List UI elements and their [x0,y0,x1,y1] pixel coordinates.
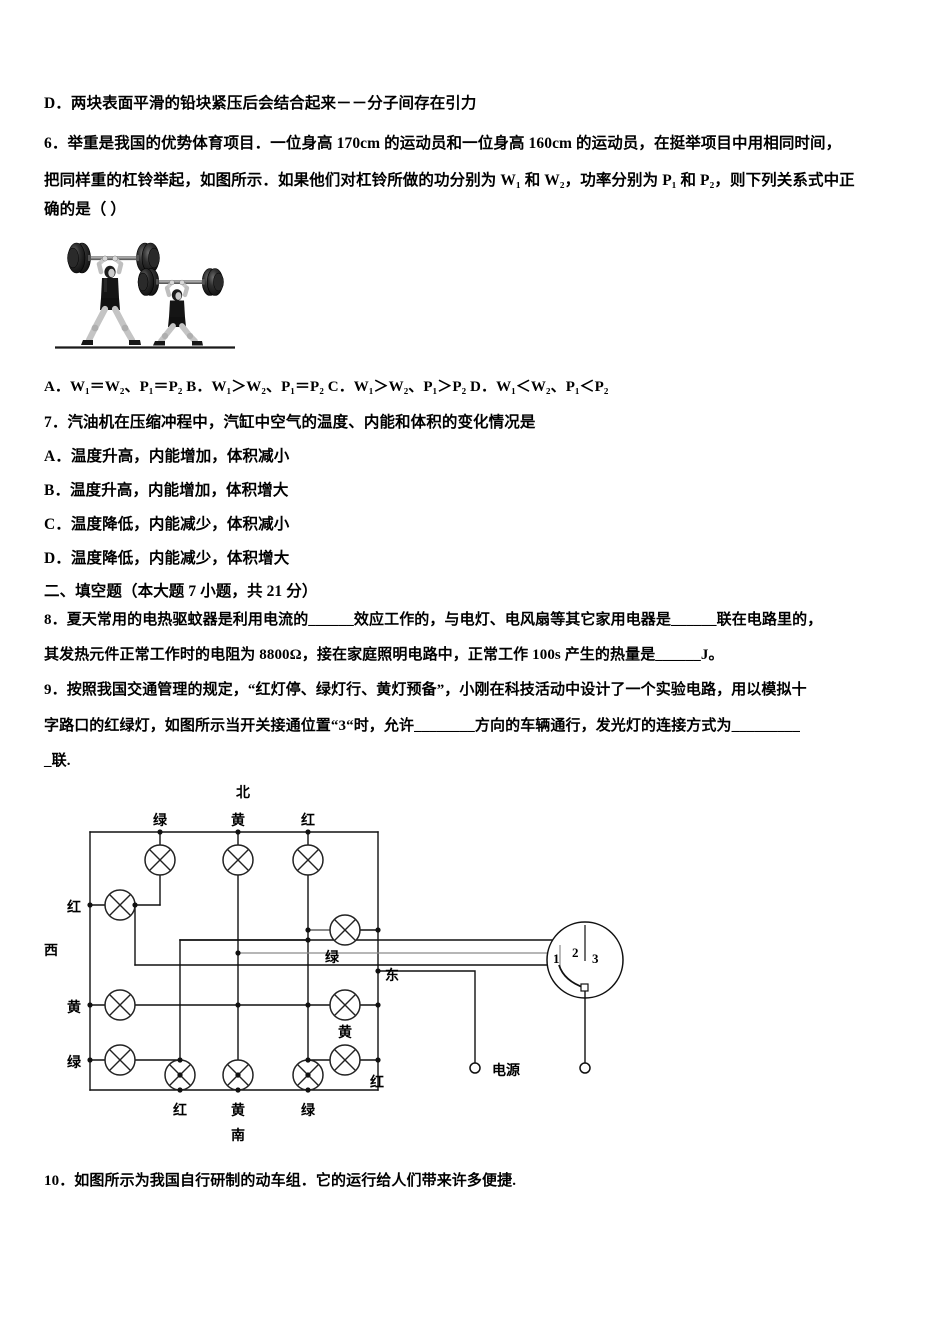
q7-option-a: A．温度升高，内能增加，体积减小 [44,448,290,465]
lamp-north-green [144,844,176,876]
label-east-yellow: 黄 [338,1026,352,1041]
q10-line1: 10．如图所示为我国自行研制的动车组．它的运行给人们带来许多便捷. [44,1173,517,1189]
label-south-green: 绿 [301,1104,315,1119]
q8-line1: 8．夏天常用的电热驱蚊器是利用电流的______效应工作的，与电灯、电风扇等其它… [44,612,823,628]
lamp-north-red [292,844,324,876]
label-north-green: 绿 [153,814,167,829]
figure-weightlifters [55,236,235,351]
lamp-west-red [104,889,136,921]
figure-traffic-light-circuit: 北 绿 黄 红 红 西 黄 绿 绿 东 黄 红 红 黄 绿 南 1 2 3 电源 [40,775,680,1145]
lamp-east-red [329,1044,361,1076]
switch-contact-3[interactable]: 3 [592,951,599,966]
label-east-green: 绿 [325,951,339,966]
label-west: 西 [44,944,58,959]
lamp-east-yellow [329,989,361,1021]
label-east: 东 [385,969,399,984]
label-north-yellow: 黄 [231,814,245,829]
q6-stem-line2: 把同样重的杠铃举起，如图所示．如果他们对杠铃所做的功分别为 W₁ 和 W₂，功率… [44,172,855,189]
power-terminal-left[interactable] [469,1062,481,1074]
section-2-heading: 二、填空题（本大题 7 小题，共 21 分） [44,583,318,600]
q9-line3: _联. [44,753,71,769]
q5-option-d-text: D．两块表面平滑的铅块紧压后会结合起来－－分子间存在引力 [44,95,477,112]
label-north: 北 [236,786,250,801]
label-south-red: 红 [173,1104,187,1119]
label-south-yellow: 黄 [231,1104,245,1119]
rotary-switch[interactable] [546,921,624,1063]
q6-stem-line1: 6．举重是我国的优势体育项目．一位身高 170cm 的运动员和一位身高 160c… [44,135,842,152]
switch-contact-1[interactable]: 1 [553,951,560,966]
q7-stem: 7．汽油机在压缩冲程中，汽缸中空气的温度、内能和体积的变化情况是 [44,414,536,431]
weightlifter-tall [67,242,160,345]
label-west-yellow: 黄 [67,1001,81,1016]
traffic-circuit-svg [87,829,624,1093]
label-power-source: 电源 [492,1064,520,1079]
q7-option-d: D．温度降低，内能减少，体积增大 [44,550,290,567]
q7-option-b: B．温度升高，内能增加，体积增大 [44,482,289,499]
lamp-west-yellow [104,989,136,1021]
power-terminal-right[interactable] [579,1062,591,1074]
label-west-red: 红 [67,901,81,916]
lamp-east-green [329,914,361,946]
switch-contact-2[interactable]: 2 [572,945,579,960]
weightlifters-illustration [55,242,235,349]
lamp-north-yellow [222,844,254,876]
q7-option-c: C．温度降低，内能减少，体积减小 [44,516,290,533]
weightlifter-short [137,268,224,346]
q6-options-inline: A．W₁＝W₂、P₁＝P₂ B．W₁＞W₂、P₁＝P₂ C．W₁＞W₂、P₁＞P… [44,379,609,395]
label-south: 南 [231,1129,245,1144]
label-east-red: 红 [370,1076,384,1091]
label-west-green: 绿 [67,1056,81,1071]
label-north-red: 红 [301,814,315,829]
lamp-west-green [104,1044,136,1076]
q6-stem-line3: 确的是（ ） [44,201,126,218]
junction-dots [87,829,381,1093]
q8-line2: 其发热元件正常工作时的电阻为 8800Ω，接在家庭照明电路中，正常工作 100s… [44,647,724,663]
q9-line1: 9．按照我国交通管理的规定，“红灯停、绿灯行、黄灯预备”，小刚在科技活动中设计了… [44,682,807,698]
q9-line2: 字路口的红绿灯，如图所示当开关接通位置“3“时，允许________方向的车辆通… [44,718,801,734]
